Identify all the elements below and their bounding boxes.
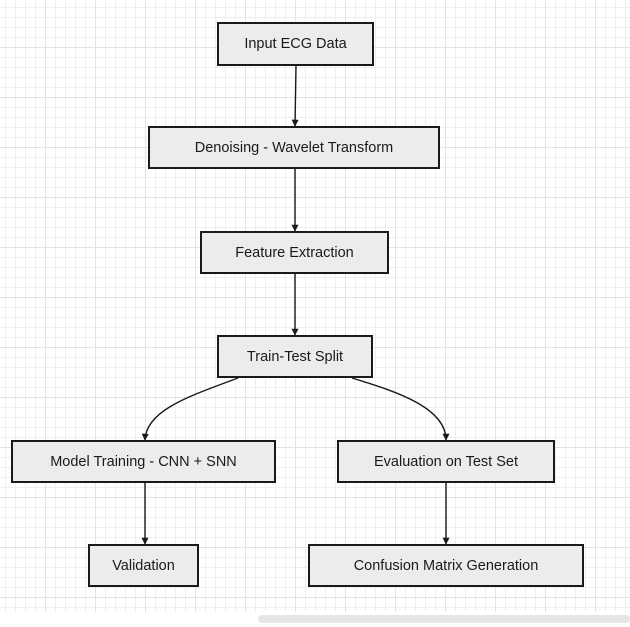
horizontal-scrollbar-thumb[interactable] bbox=[258, 615, 630, 623]
node-evaluation[interactable]: Evaluation on Test Set bbox=[337, 440, 555, 483]
node-denoising[interactable]: Denoising - Wavelet Transform bbox=[148, 126, 440, 169]
node-confusion-matrix[interactable]: Confusion Matrix Generation bbox=[308, 544, 584, 587]
edge-split-to-model-training bbox=[141, 377, 239, 441]
node-input-ecg-data[interactable]: Input ECG Data bbox=[217, 22, 374, 66]
edge-split-to-evaluation bbox=[351, 377, 450, 441]
node-feature-extraction[interactable]: Feature Extraction bbox=[200, 231, 389, 274]
node-train-test-split[interactable]: Train-Test Split bbox=[217, 335, 373, 378]
edges-layer bbox=[141, 65, 450, 545]
node-validation[interactable]: Validation bbox=[88, 544, 199, 587]
node-model-training[interactable]: Model Training - CNN + SNN bbox=[11, 440, 276, 483]
edge-input-to-denoising bbox=[291, 65, 299, 127]
diagram-canvas: Input ECG Data Denoising - Wavelet Trans… bbox=[0, 0, 630, 612]
